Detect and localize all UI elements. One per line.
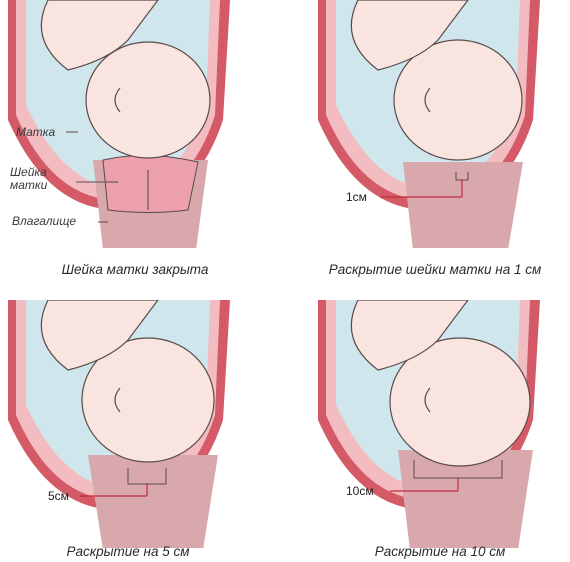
dilation-label-10cm: 10см — [346, 484, 374, 498]
cervix — [103, 155, 198, 212]
label-uterus: Матка — [16, 126, 55, 139]
label-vagina: Влагалище — [12, 215, 76, 228]
diagram-dilation-10cm — [318, 300, 558, 548]
panel-dilation-5cm: 5см — [8, 300, 248, 548]
vagina — [403, 162, 523, 248]
baby-head — [86, 42, 210, 158]
dilation-label-5cm: 5см — [48, 489, 69, 503]
caption-closed-cervix: Шейка матки закрыта — [30, 262, 240, 277]
diagram-dilation-1cm — [318, 0, 558, 248]
label-cervix: Шейка матки — [10, 166, 47, 192]
caption-dilation-10cm: Раскрытие на 10 см — [340, 544, 540, 559]
diagram-closed-cervix — [8, 0, 248, 248]
diagram-dilation-5cm — [8, 300, 248, 548]
panel-closed-cervix: Матка Шейка матки Влагалище — [8, 0, 248, 248]
panel-dilation-10cm: 10см — [318, 300, 558, 548]
dilation-label-1cm: 1см — [346, 190, 367, 204]
caption-dilation-1cm: Раскрытие шейки матки на 1 см — [302, 262, 568, 277]
panel-dilation-1cm: 1см — [318, 0, 558, 248]
caption-dilation-5cm: Раскрытие на 5 см — [28, 544, 228, 559]
vagina — [88, 455, 218, 548]
